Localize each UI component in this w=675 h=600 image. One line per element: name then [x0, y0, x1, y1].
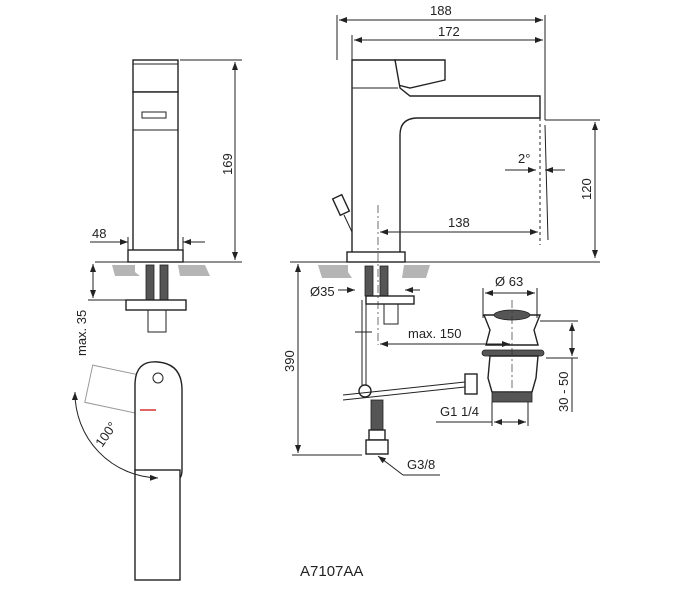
- dimension-48: 48: [90, 226, 205, 262]
- dimension-138: 138: [380, 215, 538, 235]
- dimension-30-50: 30 - 50: [540, 320, 578, 412]
- label-120: 120: [579, 178, 594, 200]
- model-number: A7107AA: [300, 563, 363, 580]
- dimension-g3-8: G3/8: [377, 455, 440, 476]
- dimension-max-35: max. 35: [74, 264, 126, 356]
- label-g1-1-4: G1 1/4: [440, 404, 479, 419]
- label-138: 138: [448, 215, 470, 230]
- label-g3-8: G3/8: [407, 457, 435, 472]
- label-diameter-63: Ø 63: [495, 274, 523, 289]
- side-view: [95, 59, 242, 333]
- dimension-120: 120: [545, 119, 600, 258]
- label-30-50: 30 - 50: [556, 372, 571, 412]
- dimension-diameter-35: Ø35: [310, 284, 420, 299]
- label-max-35: max. 35: [74, 310, 89, 356]
- label-390: 390: [282, 350, 297, 372]
- dimension-diameter-63: Ø 63: [482, 274, 538, 318]
- dimension-169: 169: [180, 59, 242, 260]
- front-view: [290, 59, 600, 455]
- label-48: 48: [92, 226, 106, 241]
- label-188: 188: [430, 3, 452, 18]
- label-max-150: max. 150: [408, 326, 461, 341]
- top-view: 100°: [71, 361, 183, 581]
- dimension-390: 390: [282, 264, 362, 456]
- dimension-188: 188: [336, 3, 546, 120]
- dimension-max-150: max. 150: [380, 326, 510, 347]
- label-2-degrees: 2°: [518, 151, 530, 166]
- dimension-g1-1-4: G1 1/4: [436, 402, 529, 426]
- dimension-2-degrees: 2°: [505, 124, 565, 241]
- dimension-172: 172: [351, 24, 543, 60]
- label-diameter-35: Ø35: [310, 284, 335, 299]
- label-100-degrees: 100°: [92, 419, 120, 450]
- label-169: 169: [220, 153, 235, 175]
- label-172: 172: [438, 24, 460, 39]
